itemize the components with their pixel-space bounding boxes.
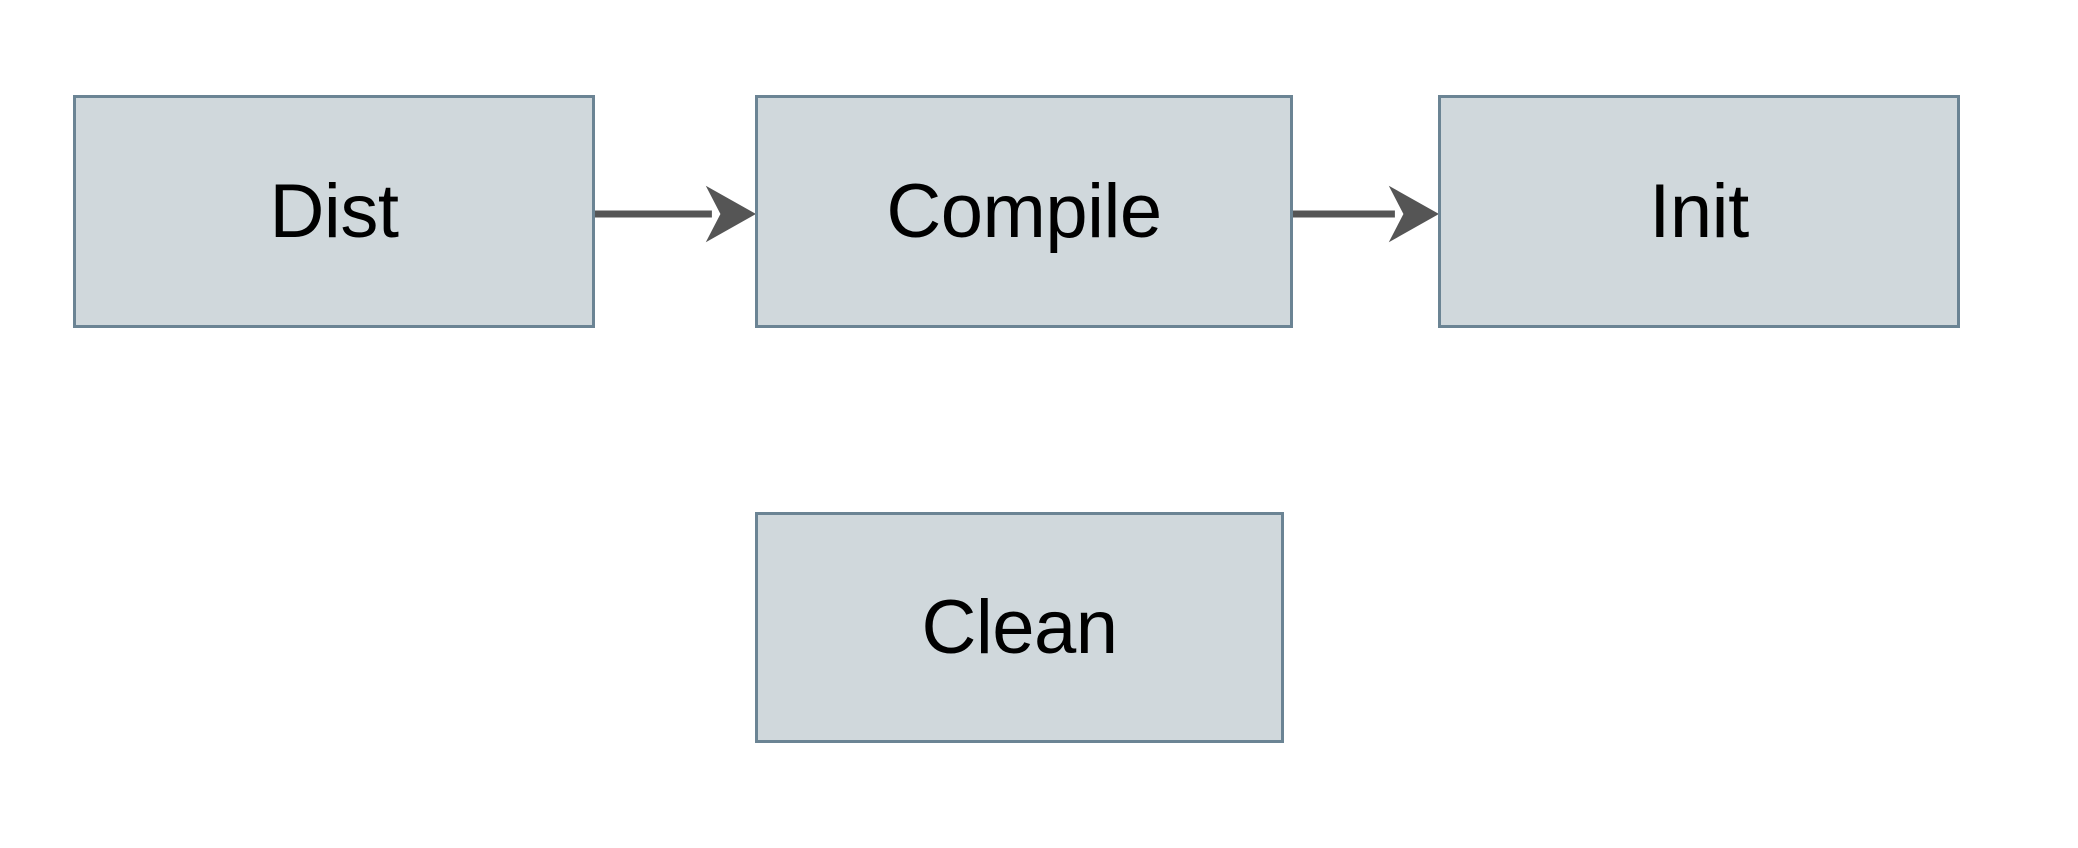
node-label-clean: Clean xyxy=(921,584,1118,670)
node-label-compile: Compile xyxy=(886,168,1162,254)
node-init[interactable]: Init xyxy=(1438,95,1960,328)
node-clean[interactable]: Clean xyxy=(755,512,1284,743)
node-dist[interactable]: Dist xyxy=(73,95,595,328)
node-label-init: Init xyxy=(1649,168,1749,254)
edge-arrowhead-compile-to-init xyxy=(1388,185,1440,243)
node-label-dist: Dist xyxy=(269,168,399,254)
node-compile[interactable]: Compile xyxy=(755,95,1293,328)
edge-arrowhead-dist-to-compile xyxy=(705,185,757,243)
